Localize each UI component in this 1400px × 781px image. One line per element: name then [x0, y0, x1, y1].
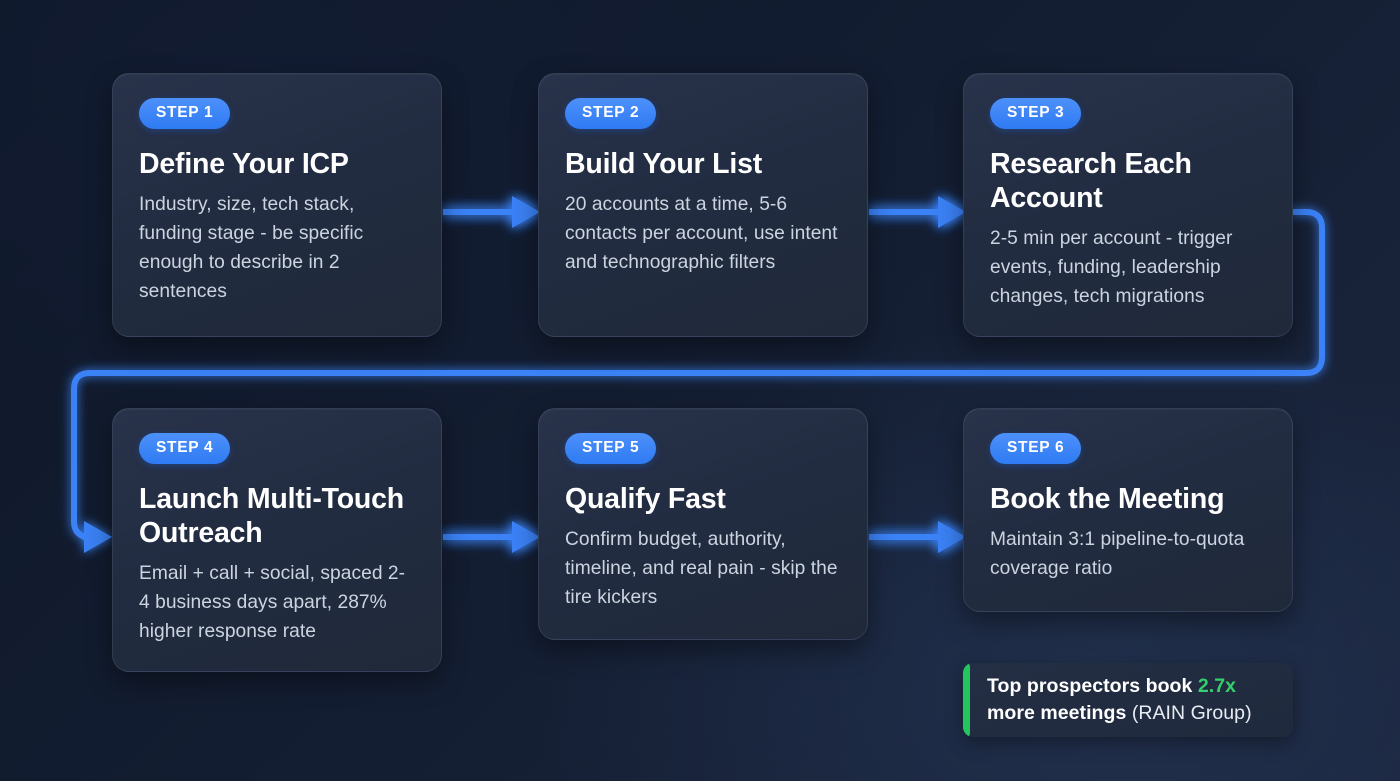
step-description-5: Confirm budget, authority, timeline, and… — [565, 528, 838, 608]
step-card-3: STEP 3 Research Each Account 2-5 min per… — [963, 73, 1293, 337]
step-title-4: Launch Multi-Touch Outreach — [139, 482, 404, 549]
arrow-right-icon-step1-step2 — [443, 196, 540, 228]
step-card-4: STEP 4 Launch Multi-Touch Outreach Email… — [112, 408, 442, 672]
arrow-right-icon-step5-step6 — [869, 521, 966, 553]
step-title-2: Build Your List — [565, 147, 763, 180]
step-description-6: Maintain 3:1 pipeline-to-quota coverage … — [990, 528, 1245, 579]
callout-continuation-text: more meetings — [987, 702, 1132, 724]
callout-text: Top prospectors book 2.7x more meetings … — [970, 673, 1293, 727]
step-badge-3: STEP 3 — [990, 98, 1082, 129]
callout-source: (RAIN Group) — [1131, 702, 1252, 724]
step-badge-6: STEP 6 — [990, 433, 1082, 464]
step-description-3: 2-5 min per account - trigger events, fu… — [990, 227, 1233, 307]
step-title-5: Qualify Fast — [565, 482, 726, 515]
step-description-2: 20 accounts at a time, 5-6 contacts per … — [565, 193, 838, 273]
step-badge-5: STEP 5 — [565, 433, 657, 464]
step-card-6: STEP 6 Book the Meeting Maintain 3:1 pip… — [963, 408, 1293, 612]
callout-accent-bar — [963, 663, 970, 737]
step-badge-1: STEP 1 — [139, 98, 231, 129]
step-card-1: STEP 1 Define Your ICP Industry, size, t… — [112, 73, 442, 337]
arrow-right-icon-step4-step5 — [443, 521, 540, 553]
step-title-3: Research Each Account — [990, 147, 1192, 214]
callout-highlight-value: 2.7x — [1197, 675, 1237, 697]
step-card-5: STEP 5 Qualify Fast Confirm budget, auth… — [538, 408, 868, 640]
step-title-1: Define Your ICP — [139, 147, 349, 180]
step-card-2: STEP 2 Build Your List 20 accounts at a … — [538, 73, 868, 337]
callout-lead-text: Top prospectors book — [987, 675, 1198, 697]
step-badge-4: STEP 4 — [139, 433, 231, 464]
stat-callout: Top prospectors book 2.7x more meetings … — [963, 663, 1293, 737]
step-description-1: Industry, size, tech stack, funding stag… — [139, 193, 364, 302]
step-badge-2: STEP 2 — [565, 98, 657, 129]
step-title-6: Book the Meeting — [990, 482, 1225, 515]
step-description-4: Email + call + social, spaced 2-4 busine… — [139, 562, 406, 642]
arrow-right-icon-step2-step3 — [869, 196, 966, 228]
